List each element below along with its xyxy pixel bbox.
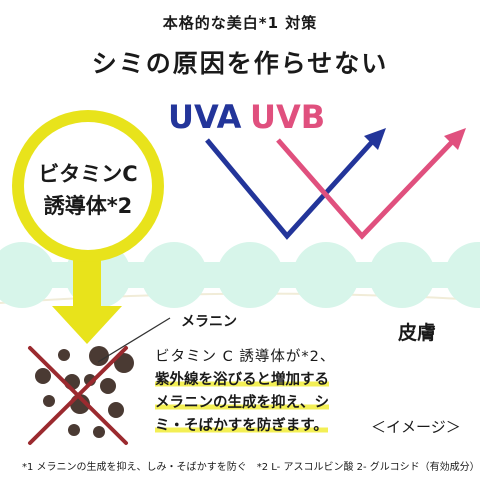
description-line3: メラニンの生成を抑え、シ bbox=[155, 395, 329, 411]
footnote: *1 メラニンの生成を抑え、しみ・そばかすを防ぐ *2 L- アスコルビン酸 2… bbox=[22, 462, 480, 473]
image-note: ＜イメージ＞ bbox=[371, 418, 461, 436]
kicker-text: 本格的な美白*1 対策 bbox=[162, 14, 318, 32]
vitamin-label-line1: ビタミンC bbox=[38, 162, 138, 186]
description-line2: 紫外線を浴びると増加する bbox=[155, 372, 329, 388]
vitamin-inner-circle bbox=[24, 122, 152, 250]
skin-label: 皮膚 bbox=[398, 322, 437, 344]
melanin-pointer bbox=[97, 317, 171, 363]
vitamin-label: ビタミンC 誘導体*2 bbox=[14, 158, 162, 222]
melanin-label: メラニン bbox=[181, 314, 237, 330]
page-title: シミの原因を作らせない bbox=[91, 49, 389, 78]
uvb-arrow bbox=[276, 128, 466, 240]
description-line1: ビタミン C 誘導体が*2、 bbox=[155, 349, 336, 365]
vitamin-label-line2: 誘導体*2 bbox=[43, 194, 133, 218]
melanin-particles bbox=[35, 346, 134, 438]
uvb-label: UVB bbox=[250, 98, 326, 136]
uva-arrow bbox=[205, 128, 386, 240]
description: ビタミン C 誘導体が*2、 紫外線を浴びると増加する メラニンの生成を抑え、シ… bbox=[155, 346, 335, 438]
cross-mark bbox=[28, 346, 128, 445]
uva-label: UVA bbox=[168, 98, 242, 136]
description-line4: ミ・そばかすを防ぎます。 bbox=[155, 418, 328, 434]
